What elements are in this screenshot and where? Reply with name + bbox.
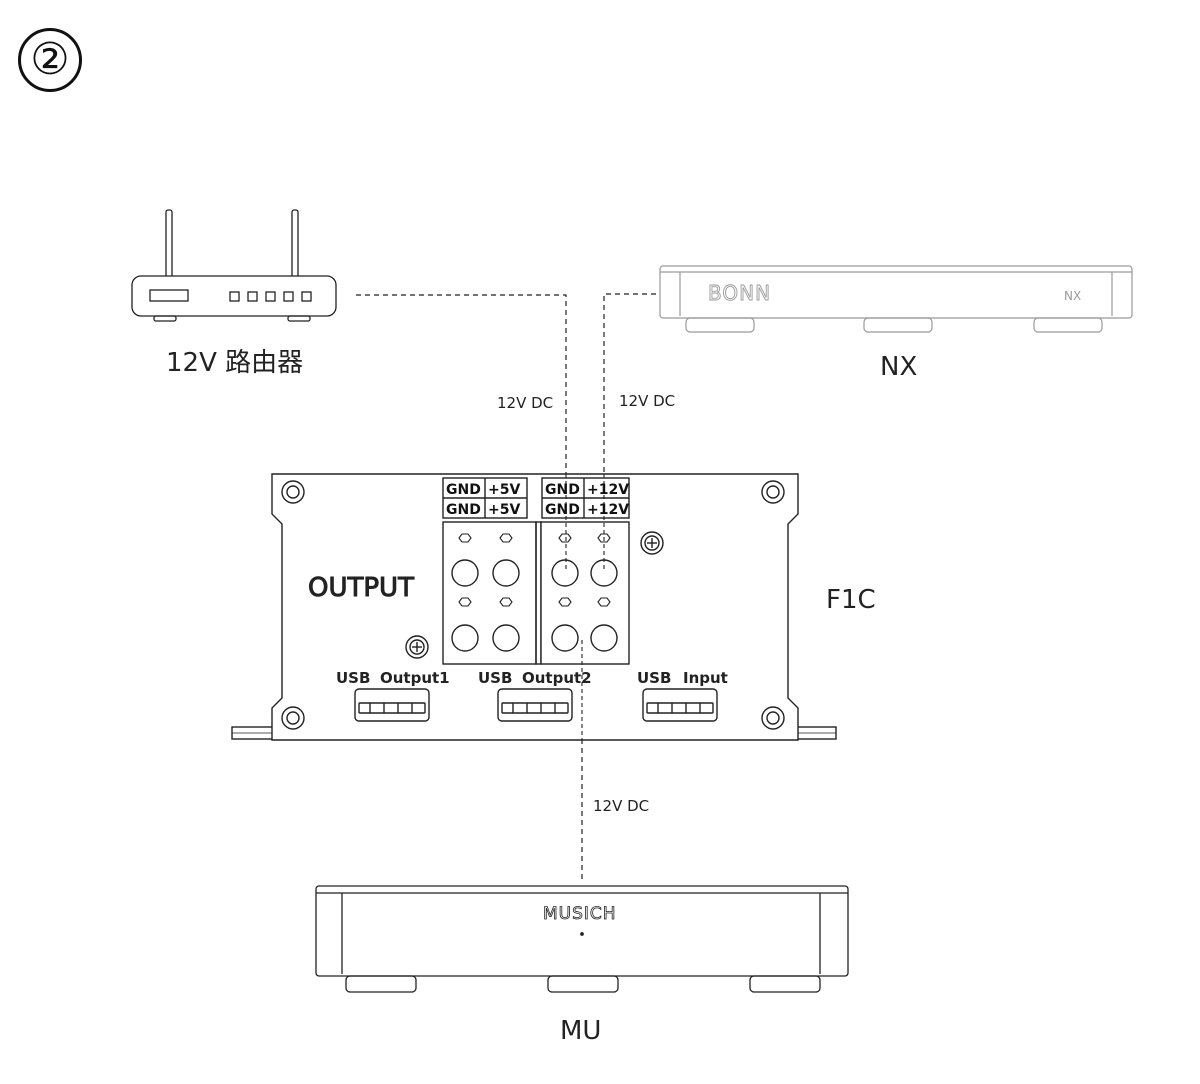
usb2-name: Output2 xyxy=(522,669,592,687)
usb-port-input xyxy=(642,688,718,722)
mu-label: MU xyxy=(560,1016,602,1046)
f1c-screw-tr xyxy=(761,480,785,504)
router-led-5 xyxy=(301,291,312,302)
router-led-3 xyxy=(265,291,276,302)
terminal-right-1-v: +12V xyxy=(587,482,629,498)
mu-foot-1 xyxy=(345,975,417,993)
mu-brand-logo: MUSICH xyxy=(543,904,617,924)
nx-device xyxy=(659,265,1133,333)
router-antenna-right xyxy=(291,209,299,279)
mu-link-label: 12V DC xyxy=(593,797,650,815)
router-foot-right xyxy=(287,315,311,322)
router-led-4 xyxy=(283,291,294,302)
step-number: ② xyxy=(18,28,82,92)
router-dc-line xyxy=(356,294,567,572)
router-display xyxy=(149,289,189,302)
nx-foot-1 xyxy=(685,317,755,333)
router-device xyxy=(131,209,337,322)
terminal-right-2-v: +12V xyxy=(587,502,629,518)
f1c-device xyxy=(231,473,837,741)
mu-foot-2 xyxy=(547,975,619,993)
router-link-label: 12V DC xyxy=(497,394,554,412)
terminal-right-1-gnd: GND xyxy=(545,482,580,498)
mu-body xyxy=(315,885,849,977)
router-body xyxy=(131,275,337,317)
router-led-2 xyxy=(247,291,258,302)
terminal-wire-overlay xyxy=(565,474,605,740)
f1c-plus-screw-right xyxy=(640,531,664,555)
nx-link-label: 12V DC xyxy=(619,392,676,410)
nx-foot-2 xyxy=(863,317,933,333)
nx-brand-logo: BONN xyxy=(708,281,771,305)
mu-status-led xyxy=(580,932,584,936)
usb2-type: USB xyxy=(478,669,512,687)
nx-label: NX xyxy=(880,352,918,382)
usb-port-output1 xyxy=(354,688,430,722)
nx-model-mark: NX xyxy=(1064,289,1081,303)
terminal-left-2-gnd: GND xyxy=(446,502,481,518)
f1c-screw-br xyxy=(761,706,785,730)
f1c-plus-screw-left xyxy=(405,635,429,659)
router-label: 12V 路由器 xyxy=(166,348,304,378)
usb1-name: Output1 xyxy=(380,669,450,687)
terminal-left-1-v: +5V xyxy=(488,482,520,498)
terminal-block-5v xyxy=(442,521,537,665)
terminal-release-slots xyxy=(458,533,611,607)
router-led-1 xyxy=(229,291,240,302)
terminal-block-12v xyxy=(540,521,630,665)
router-antenna-left xyxy=(165,209,173,279)
f1c-panel-title: OUTPUT xyxy=(308,573,414,603)
usb1-type: USB xyxy=(336,669,370,687)
router-foot-left xyxy=(153,315,177,322)
nx-foot-3 xyxy=(1033,317,1103,333)
usb3-type: USB xyxy=(637,669,671,687)
mu-device xyxy=(315,885,849,993)
terminal-left-1-gnd: GND xyxy=(446,482,481,498)
terminal-left-2-v: +5V xyxy=(488,502,520,518)
usb-port-output2 xyxy=(497,688,573,722)
usb3-name: Input xyxy=(683,669,728,687)
f1c-label: F1C xyxy=(826,585,876,615)
mu-foot-3 xyxy=(749,975,821,993)
terminal-right-2-gnd: GND xyxy=(545,502,580,518)
f1c-screw-tl xyxy=(281,480,305,504)
f1c-screw-bl xyxy=(281,706,305,730)
